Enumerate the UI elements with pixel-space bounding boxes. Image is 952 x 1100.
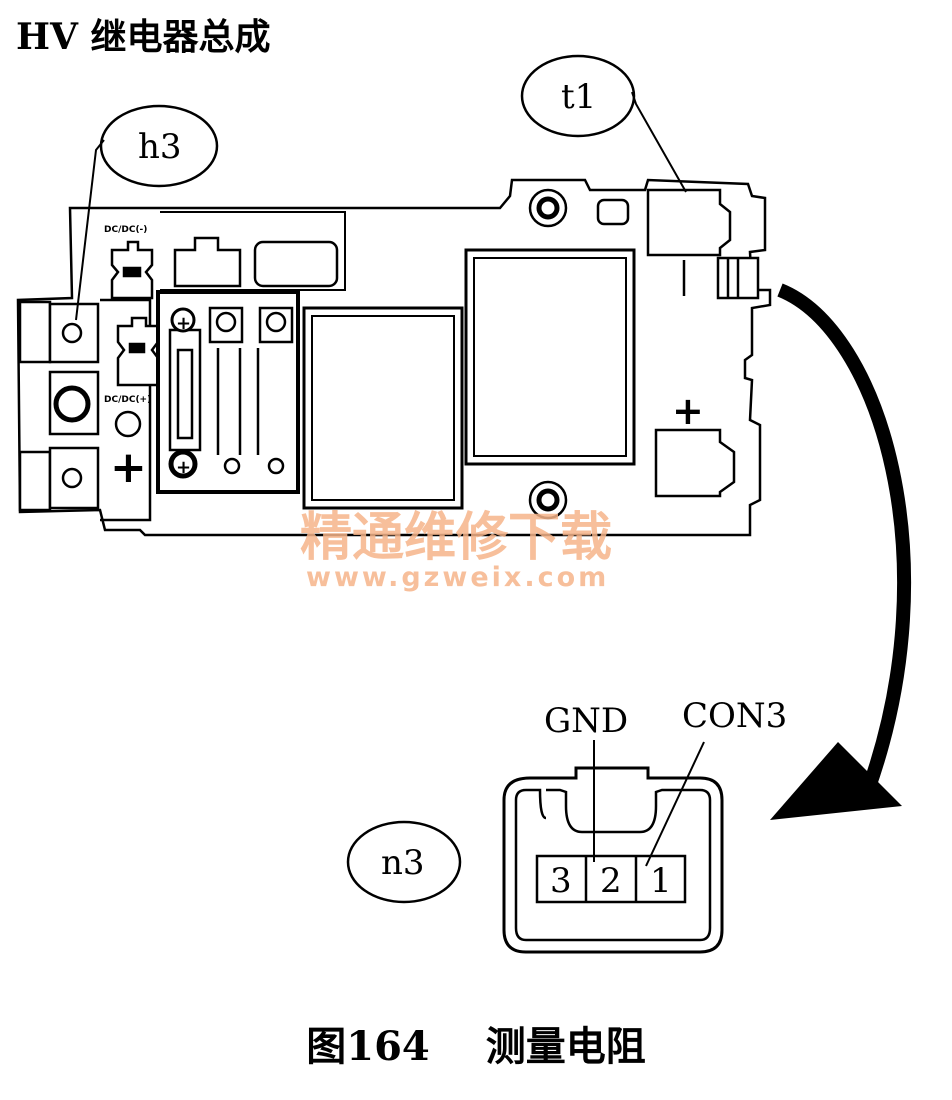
figure-caption: 图164 测量电阻 [0,1014,952,1072]
lower-right-connector [654,428,736,498]
left-terminal-block [18,300,100,512]
watermark-text: 精通维修下载 [300,508,612,568]
fuse-busbar-block [156,290,300,494]
pin-1: 1 [650,861,672,901]
callout-h3-label: h3 [138,127,182,167]
dcdc-plus-label: DC/DC(+) [104,395,151,405]
callout-n3: n3 [346,820,462,904]
pin-2: 2 [600,861,622,901]
dcdc-minus-connector [110,240,154,300]
top-small-connectors [173,236,339,288]
fuse-top-plus: + [176,313,191,334]
relays [302,248,636,510]
dcdc-minus-label: DC/DC(-) [104,225,147,235]
watermark-url: www.gzweix.com [306,562,609,593]
t1-connector [596,188,760,300]
figure-text: 测量电阻 [485,1023,646,1070]
mounting-holes [528,188,568,520]
connector-n3 [502,766,724,954]
gnd-label: GND [544,701,628,741]
con3-leader-line [645,741,705,867]
fuse-bottom-plus: + [176,457,191,478]
left-stud-circle [114,410,142,438]
figure-number: 图164 [306,1023,430,1070]
left-plus-mark: + [110,442,147,493]
curved-arrow [770,283,912,820]
callout-t1-label: t1 [561,77,596,117]
right-plus-mark: + [672,389,704,433]
dcdc-plus-connector [116,316,160,387]
callout-t1: t1 [520,54,687,193]
callout-n3-label: n3 [381,843,425,883]
pin-3: 3 [550,861,572,901]
page-title: HV 继电器总成 [16,16,271,58]
callout-h3: h3 [75,104,219,321]
con3-label: CON3 [682,696,787,736]
